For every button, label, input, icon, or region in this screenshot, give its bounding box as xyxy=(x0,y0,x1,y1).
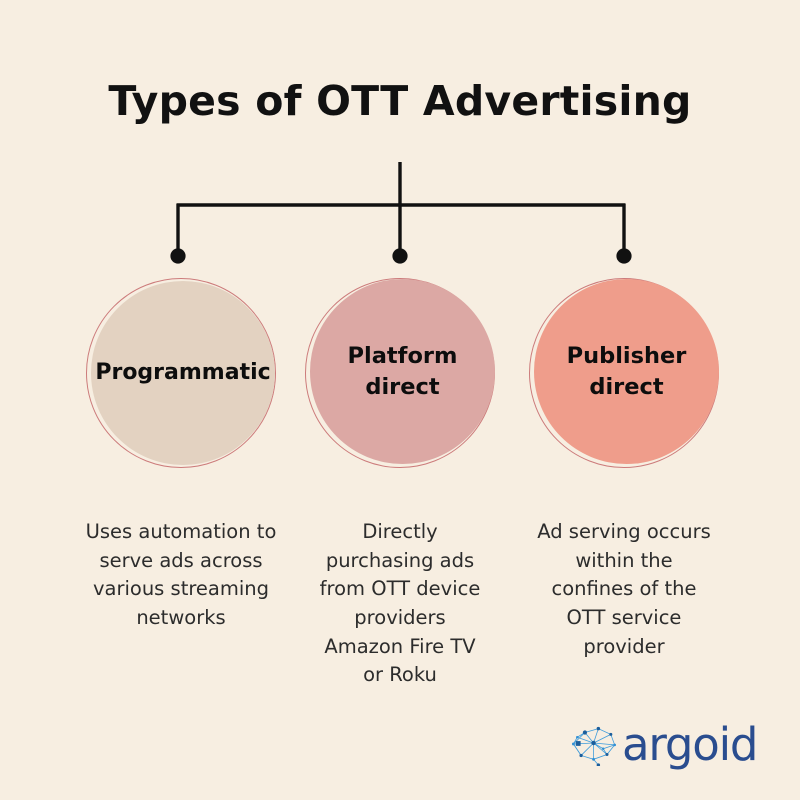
circle-publisher-direct: Publisher direct xyxy=(529,278,719,468)
circle-programmatic: Programmatic xyxy=(86,278,276,468)
page-title: Types of OTT Advertising xyxy=(108,77,692,125)
connector-node-right xyxy=(616,248,632,264)
branch-programmatic: Programmatic Uses automation to serve ad… xyxy=(61,278,301,629)
argoid-logo: argoid xyxy=(568,712,763,774)
caption-programmatic: Uses automation to serve ads across vari… xyxy=(85,520,277,629)
circle-body-platform-direct: Platform direct xyxy=(310,279,495,464)
circle-label-platform-direct: Platform direct xyxy=(347,342,458,400)
connector-node-center xyxy=(392,248,408,264)
circle-platform-direct: Platform direct xyxy=(305,278,495,468)
caption-platform-direct: Directly purchasing ads from OTT device … xyxy=(319,520,481,687)
brain-network-icon xyxy=(572,726,616,766)
circle-label-publisher-direct: Publisher direct xyxy=(566,342,687,400)
circle-body-programmatic: Programmatic xyxy=(91,281,275,465)
circle-ring-programmatic xyxy=(86,278,276,468)
circle-label-programmatic: Programmatic xyxy=(95,360,271,386)
caption-publisher-direct: Ad serving occurs within the confines of… xyxy=(537,520,711,658)
branch-publisher-direct: Publisher direct Ad serving occurs withi… xyxy=(504,278,744,658)
connector-node-left xyxy=(170,248,186,264)
circle-body-publisher-direct: Publisher direct xyxy=(534,279,719,464)
logo-wordmark: argoid xyxy=(622,717,758,771)
branch-platform-direct: Platform direct Directly purchasing ads … xyxy=(280,278,520,686)
